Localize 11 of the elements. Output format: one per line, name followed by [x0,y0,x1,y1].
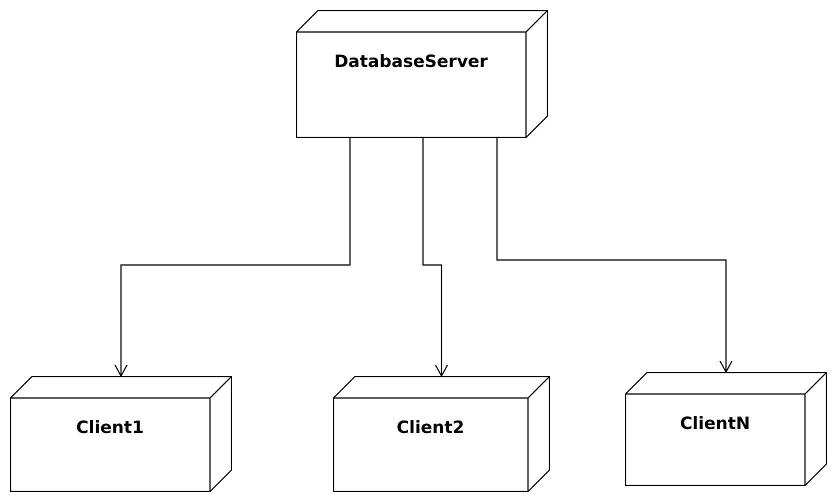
node-label: DatabaseServer [334,51,488,74]
deployment-node [10,376,232,492]
arrow [422,138,448,377]
deployment-node [296,10,548,138]
deployment-node [333,376,550,492]
arrow [496,138,733,373]
node-label: Client1 [76,417,144,440]
node-label: ClientN [680,413,750,436]
node-label: Client2 [396,417,464,440]
arrow [114,138,351,377]
deployment-node [625,372,827,486]
